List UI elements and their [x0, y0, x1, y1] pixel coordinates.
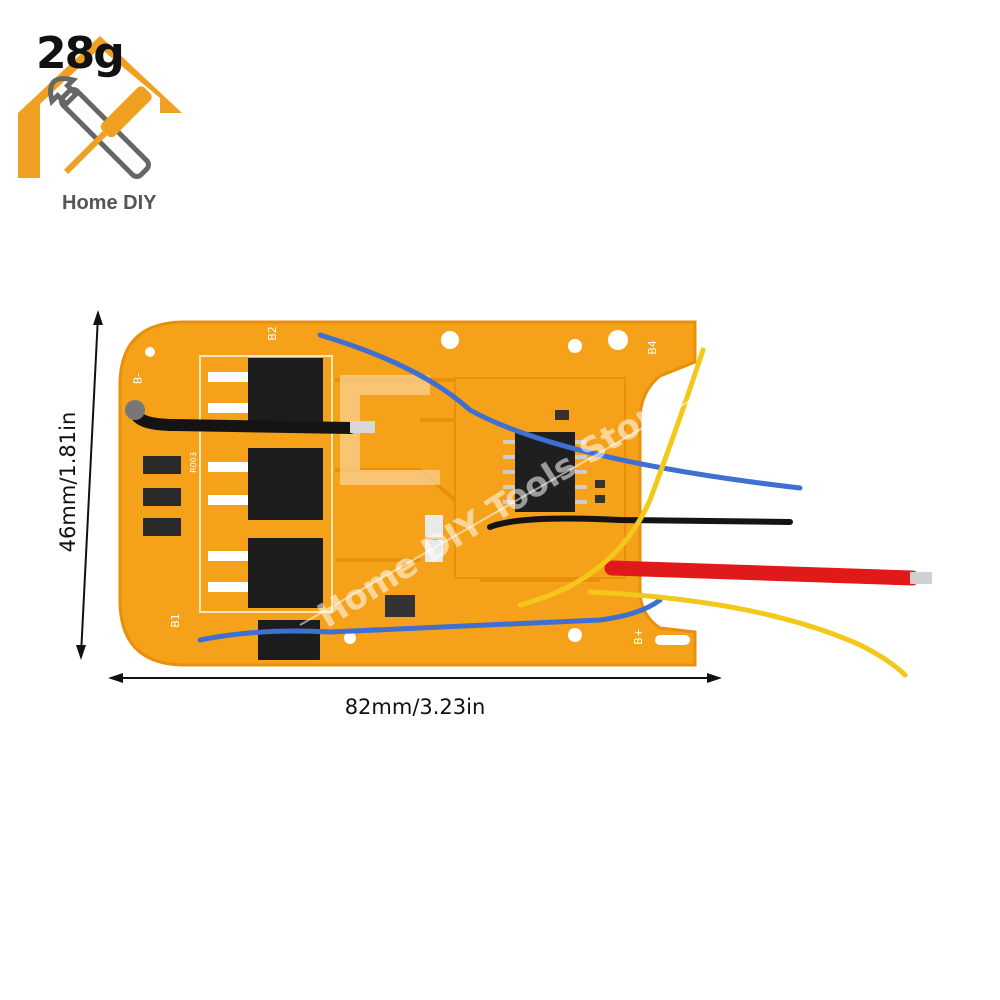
home-diy-logo-icon [18, 36, 182, 179]
width-dimension-label: 82mm/3.23in [344, 695, 486, 719]
logo-caption: Home DIY [62, 192, 157, 214]
logo-badge-text: 28g [36, 28, 125, 79]
height-dimension-label: 46mm/1.81in [56, 411, 80, 553]
